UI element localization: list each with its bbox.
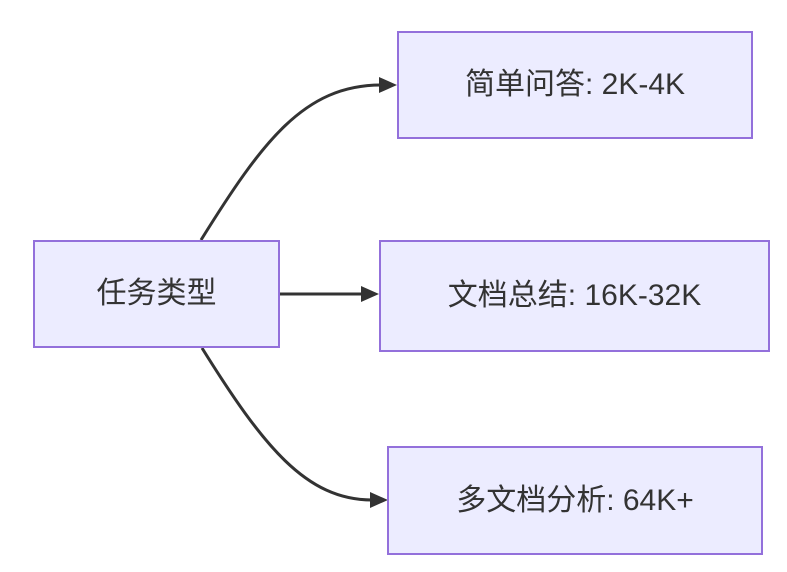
node-task-type-label: 任务类型 xyxy=(96,277,217,310)
arrowhead-doc-summary xyxy=(361,286,379,302)
node-simple-qa-label: 简单问答: 2K-4K xyxy=(464,68,686,101)
node-multi-doc: 多文档分析: 64K+ xyxy=(387,446,763,555)
node-simple-qa: 简单问答: 2K-4K xyxy=(397,31,753,139)
node-doc-summary-label: 文档总结: 16K-32K xyxy=(447,279,702,312)
node-task-type: 任务类型 xyxy=(33,240,280,348)
arrowhead-multi-doc xyxy=(370,492,388,508)
node-doc-summary: 文档总结: 16K-32K xyxy=(379,240,770,352)
arrowhead-simple-qa xyxy=(379,77,397,93)
edge-task-type-to-multi-doc xyxy=(200,347,373,502)
node-multi-doc-label: 多文档分析: 64K+ xyxy=(456,483,694,517)
edge-task-type-to-simple-qa xyxy=(199,83,382,241)
